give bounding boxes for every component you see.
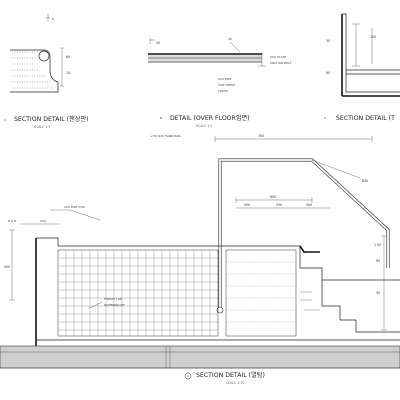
svg-text:FINISH: TILE: FINISH: TILE — [104, 297, 122, 301]
svg-text:WATERPROOF: WATERPROOF — [104, 303, 125, 307]
svg-text:20: 20 — [156, 41, 160, 45]
svg-text:500: 500 — [244, 203, 250, 207]
svg-text:SUS PLATE: SUS PLATE — [270, 55, 286, 59]
detail-a-scale: SCALE 1:5 — [34, 125, 50, 129]
svg-text:500: 500 — [306, 203, 312, 207]
svg-text:250: 250 — [40, 219, 46, 223]
svg-text:250: 250 — [276, 203, 282, 207]
svg-text:30: 30 — [228, 37, 232, 41]
detail-b-title: DETAIL (OVER FLOOR입면) — [170, 114, 250, 122]
ear-label: E.A.R — [8, 219, 16, 223]
svg-text:60: 60 — [376, 259, 380, 263]
detail-b-scale: SCALE 1:5 — [196, 124, 212, 128]
svg-text:30: 30 — [326, 39, 330, 43]
main-section: 700 +HS SUS HAND RAIL 850 500 250 500 84… — [0, 134, 400, 385]
detail-b: 20 30 SUS PLATE ANCHOR BOLT SUS PIPE TIL… — [148, 37, 292, 128]
svg-text:60: 60 — [326, 71, 330, 75]
detail-a: 60 20 R SECTION DETAIL (핸상판) SCALE 1:5 A — [4, 14, 89, 129]
svg-text:SUS PIPE: SUS PIPE — [218, 77, 231, 81]
svg-text:500: 500 — [4, 265, 10, 269]
detail-a-mark: A — [4, 118, 7, 122]
main-scale: SCALE 1:10 — [226, 381, 244, 385]
detail-b-mark: B — [160, 116, 162, 120]
main-mark: 1 — [187, 374, 189, 378]
detail-a-title: SECTION DETAIL (핸상판) — [14, 115, 89, 123]
detail-c-title: SECTION DETAIL (T — [336, 115, 395, 122]
svg-text:840: 840 — [362, 179, 368, 183]
svg-text:TILE FINISH: TILE FINISH — [217, 83, 235, 87]
svg-text:R: R — [52, 17, 54, 21]
svg-text:120: 120 — [370, 35, 376, 39]
svg-text:1 50: 1 50 — [374, 243, 381, 247]
handrail-note: +HS SUS HAND RAIL — [150, 134, 181, 138]
detail-c: 30 60 120 SECTION DETAIL (T C — [324, 13, 400, 122]
main-title: SECTION DETAIL (열탕) — [196, 371, 265, 379]
svg-text:30: 30 — [376, 291, 380, 295]
svg-text:850: 850 — [270, 195, 276, 199]
detail-c-mark: C — [324, 116, 326, 120]
svg-text:700: 700 — [258, 134, 264, 138]
svg-text:20: 20 — [66, 71, 70, 75]
svg-text:FINISH: FINISH — [218, 89, 228, 93]
svg-text:SUS PIPE ∅50: SUS PIPE ∅50 — [64, 205, 85, 209]
svg-text:60: 60 — [66, 55, 70, 59]
svg-text:ANCHOR BOLT: ANCHOR BOLT — [270, 61, 292, 65]
